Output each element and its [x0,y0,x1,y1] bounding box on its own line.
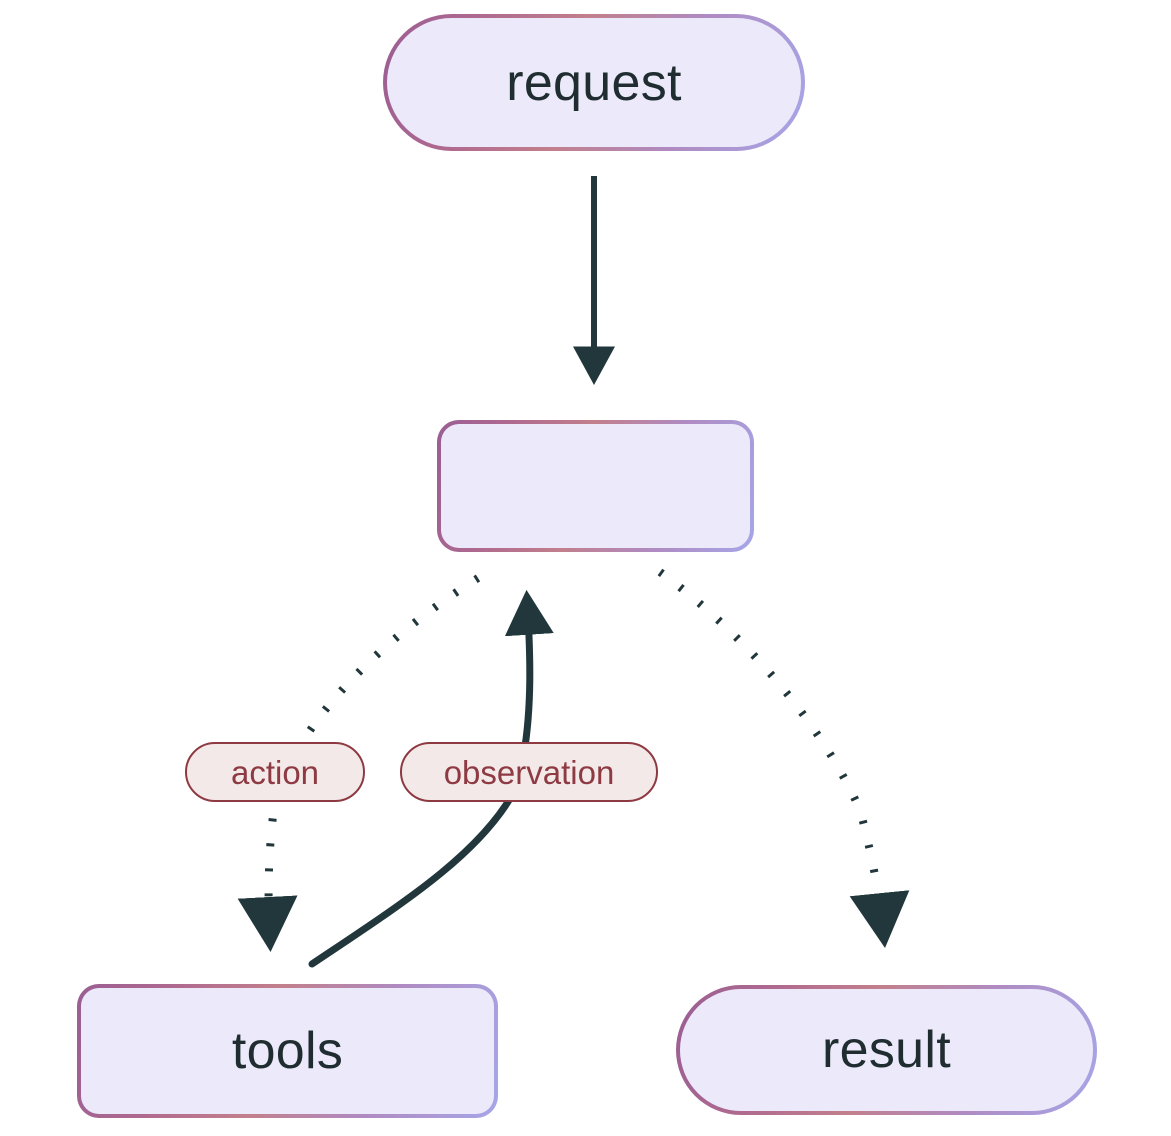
node-tools[interactable]: tools [77,984,498,1118]
node-agent[interactable] [437,420,754,552]
edge-label-action: action [185,742,365,802]
node-request-label: request [506,53,682,112]
edge-agent-to-result [657,568,910,948]
node-result[interactable]: result [676,985,1097,1115]
edge-label-action-text: action [230,753,320,791]
node-request[interactable]: request [383,14,805,151]
edge-label-observation-text: observation [443,753,615,791]
edge-label-observation: observation [400,742,658,802]
node-result-label: result [822,1021,951,1079]
node-tools-label: tools [231,1022,344,1080]
